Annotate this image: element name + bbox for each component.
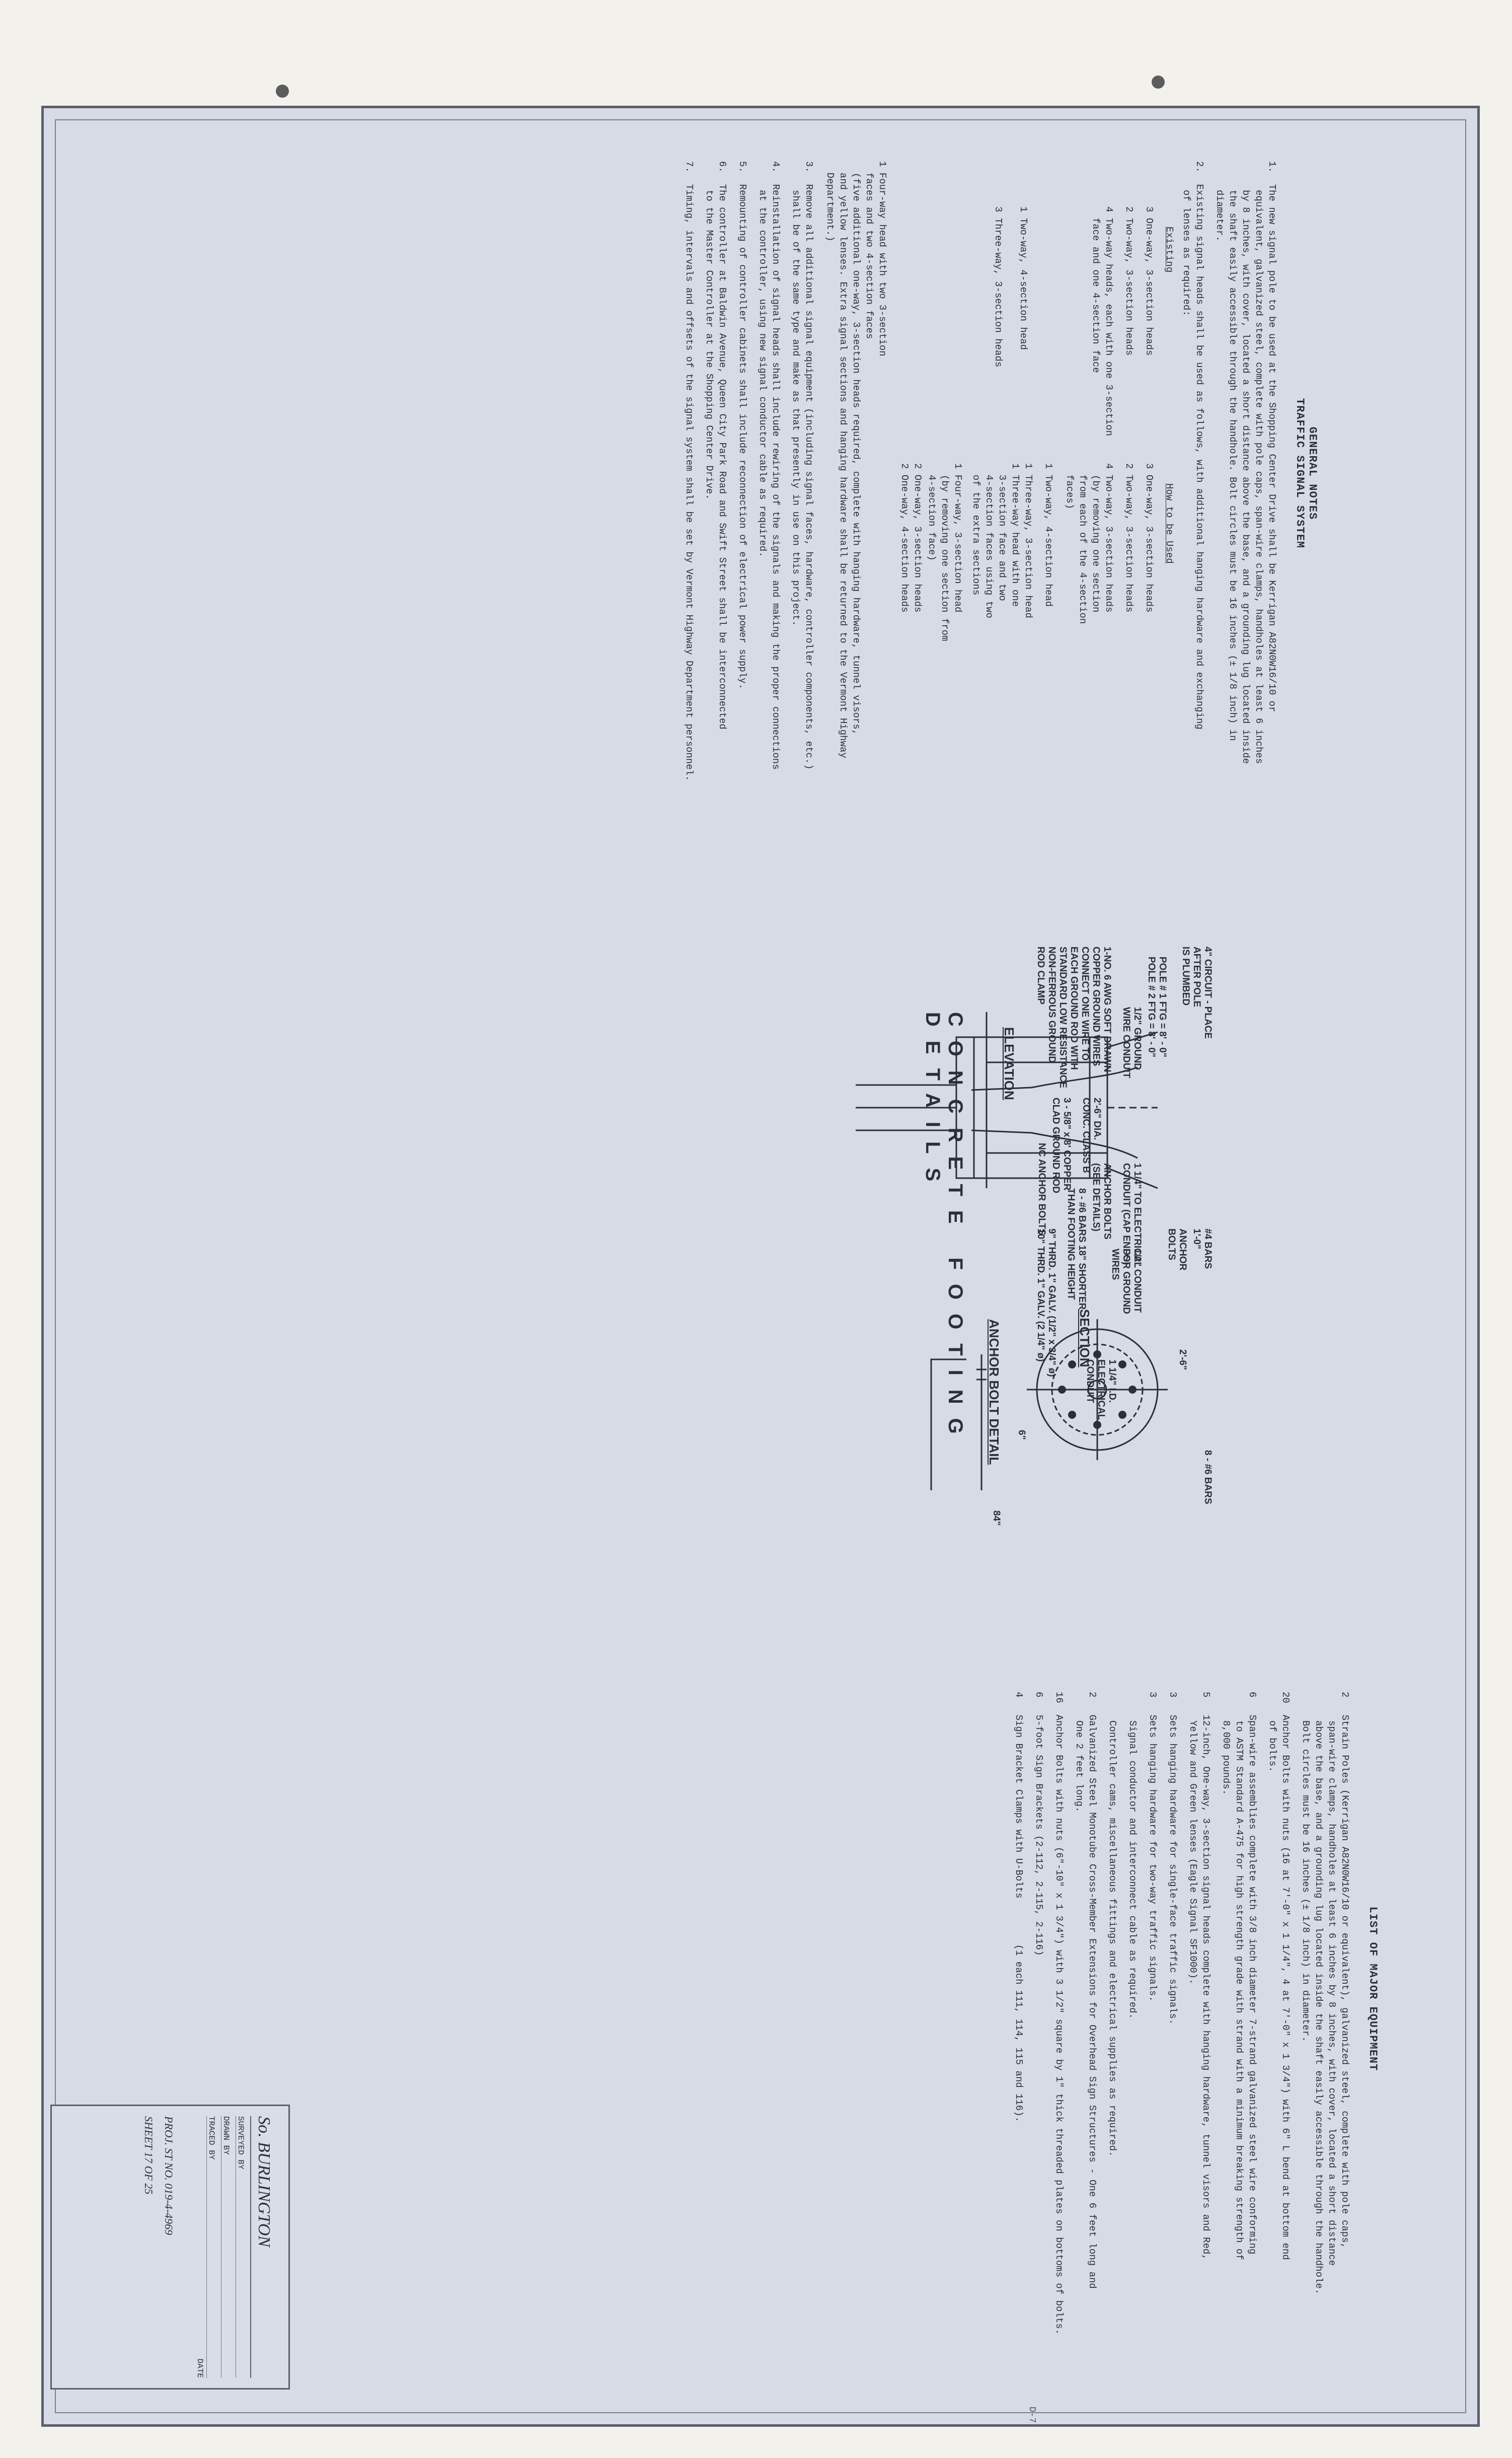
surveyed-by: SURVEYED BY (236, 2116, 245, 2378)
callout: #4 BARS 1'-0" (1191, 1228, 1213, 1269)
callout: 8 - #6 BARS 18" SHORTER THAN FOOTING HEI… (1066, 1188, 1087, 1310)
tobeused-item: 1 Two-way, 4-section head (1043, 463, 1054, 607)
equipment-item: 5 12-inch, One-way, 3-section signal hea… (1187, 1692, 1212, 2260)
sheet-border (55, 119, 1466, 2413)
elevation-label: ELEVATION (1002, 1027, 1017, 1100)
equipment-item: 2 Galvanized Steel Monotube Cross-Member… (1074, 1692, 1098, 2289)
note-2: 2. Existing signal heads shall be used a… (1181, 161, 1205, 730)
equipment-item: 16 Anchor Bolts with nuts (6"-10" x 1 3/… (1053, 1692, 1065, 2335)
footing-labels: 4" CIRCUIT - PLACE AFTER POLE IS PLUMBED… (836, 947, 1218, 1601)
title-block: So. BURLINGTON SURVEYED BY DRAWN BY TRAC… (50, 2105, 290, 2390)
equipment-item: Signal conductor and interconnect cable … (1127, 1692, 1138, 2019)
title-block-content: So. BURLINGTON SURVEYED BY DRAWN BY TRAC… (72, 2116, 273, 2378)
drawing-sheet (41, 106, 1480, 2427)
general-notes: GENERAL NOTES TRAFFIC SIGNAL SYSTEM 1. T… (683, 161, 1319, 785)
existing-item: 3 One-way, 3-section heads (1144, 206, 1155, 356)
traced-by: TRACED BY (206, 2116, 216, 2378)
punch-hole (276, 85, 289, 98)
callout: 8 - #6 BARS (1202, 1450, 1213, 1504)
callout: 1/2" CONDUIT FOR GROUND WIRES (1110, 1249, 1143, 1314)
callout: 1-NO. 6 AWG SOFT DRAWN COPPER GROUND WIR… (1035, 947, 1112, 1089)
date-label: DATE (195, 2358, 204, 2378)
note-5: 5. Remounting of controller cabinets sha… (737, 161, 748, 689)
callout: POLE # 1 FTG = 8' - 0" POLE # 2 FTG = 8'… (1146, 957, 1168, 1057)
tobeused-item: 3 One-way, 3-section heads (1144, 463, 1155, 613)
tobeused-item: 1 Three-way, 3-section head 1 Three-way … (970, 463, 1034, 618)
town-name: So. BURLINGTON (250, 2116, 273, 2378)
section-label: SECTION (1077, 1309, 1092, 1367)
equipment-item: 6 5-foot Sign Brackets (2-112, 2-115, 2-… (1033, 1692, 1044, 1956)
general-notes-title: GENERAL NOTES (1306, 426, 1319, 520)
note-4: 4. Reinstallation of signal heads shall … (757, 161, 781, 770)
note-1: 1. The new signal pole to be used at the… (1214, 161, 1277, 764)
equipment-title: LIST OF MAJOR EQUIPMENT (1367, 1906, 1379, 2071)
callout: 3 - 5/8" x 8' COPPER CLAD GROUND ROD (1050, 1098, 1072, 1193)
tobeused-item: 1 Four-way, 3-section head (by removing … (926, 463, 963, 641)
equipment-item: 4 Sign Bracket Clamps with U-Bolts (1 ea… (1013, 1692, 1024, 2123)
note-3: 3. Remove all additional signal equipmen… (790, 161, 814, 770)
punch-hole (1152, 76, 1165, 89)
tobeused-header: How to be Used (1164, 483, 1175, 564)
tobeused-item: 2 Two-way, 3-section heads (1123, 463, 1135, 613)
callout: NC ANCHOR BOLTS (1036, 1143, 1047, 1236)
note-7: 7. Timing, intervals and offsets of the … (684, 161, 695, 781)
existing-item: 3 Three-way, 3-section heads (993, 206, 1004, 368)
tobeused-item: 2 One-way, 3-section heads 2 One-way, 4-… (899, 463, 923, 613)
equipment-list: LIST OF MAJOR EQUIPMENT 2 Strain Poles (… (1012, 1692, 1379, 2335)
equipment-item: 3 Sets hanging hardware for two-way traf… (1147, 1692, 1158, 2002)
general-notes-subtitle: TRAFFIC SIGNAL SYSTEM (1294, 398, 1306, 549)
sheet-number: SHEET 17 OF 25 (142, 2116, 155, 2195)
callout: 1 1/4" I.D. ELECTRICAL CONDUIT (1085, 1359, 1117, 1420)
existing-header: Existing (1164, 227, 1175, 273)
callout: 4" CIRCUIT - PLACE AFTER POLE IS PLUMBED (1180, 947, 1213, 1039)
equipment-item: 20 Anchor Bolts with nuts (16 at 7'-0" x… (1267, 1692, 1291, 2260)
callout: 2'-6" DIA. CONC. CLASS B (1081, 1098, 1102, 1173)
callout: 1/2" GROUND WIRE CONDUIT (1121, 1007, 1143, 1078)
drawn-by: DRAWN BY (221, 2116, 231, 2378)
equipment-item: 6 Span-wire assemblies complete with 3/8… (1221, 1692, 1258, 2260)
tobeused-item: 4 Two-way, 3-section heads (by removing … (1064, 463, 1114, 624)
existing-item: 1 Two-way, 4-section head (1018, 206, 1029, 350)
project-number: PROJ. ST NO. 019-4-4969 (163, 2116, 175, 2235)
callout: ANCHOR BOLTS (SEE DETAILS) (1091, 1163, 1112, 1240)
callout: 2'-6" (1177, 1349, 1188, 1370)
equipment-item: 2 Strain Poles (Kerrigan A82N0W16/10 or … (1300, 1692, 1350, 2295)
equipment-item: Controller cams, miscellaneous fittings … (1107, 1692, 1118, 2157)
note-6: 6. The controller at Baldwin Avenue, Que… (704, 161, 728, 730)
callout: 84" (991, 1510, 1002, 1526)
footing-title: CONCRETE FOOTING DETAILS (922, 1012, 966, 1448)
existing-item: 2 Two-way, 3-section heads (1123, 206, 1135, 356)
tobeused-item: 1 Four-way head with two 3-section faces… (824, 161, 888, 758)
callout: ANCHOR BOLTS (1166, 1228, 1188, 1271)
callout: 9" THRD. 1" GALV. (1/2" x 3/4" ø) 10" TH… (1035, 1228, 1057, 1377)
heads-table: Existing How to be Used 3 One-way, 3-sec… (894, 161, 1176, 785)
sheet-corner-code: D-7 (1027, 2407, 1037, 2423)
anchor-bolt-detail-label: ANCHOR BOLT DETAIL (987, 1319, 1002, 1465)
equipment-item: 3 Sets hanging hardware for single-face … (1167, 1692, 1178, 2025)
existing-item: 4 Two-way heads, each with one 3-section… (1090, 206, 1114, 437)
callout: 6" (1016, 1430, 1027, 1440)
